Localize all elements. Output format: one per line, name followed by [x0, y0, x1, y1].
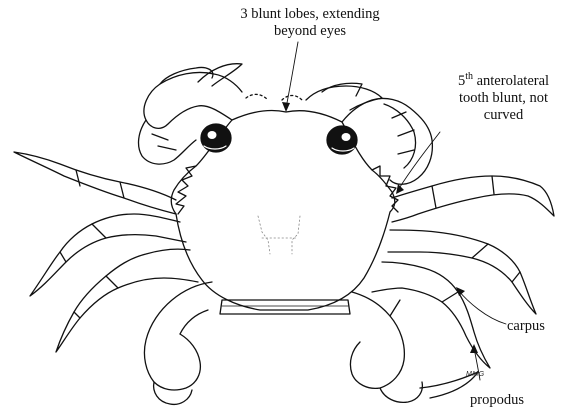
sternum-bar — [220, 300, 350, 314]
left-swimming-leg — [144, 282, 212, 404]
left-walking-leg-1 — [14, 152, 176, 214]
leader-lobes — [286, 42, 298, 108]
arrowheads — [282, 102, 478, 353]
label-tooth-line2: tooth blunt, not — [436, 90, 571, 107]
label-frontal-lobes-line1: 3 blunt lobes, extending — [200, 6, 420, 23]
label-frontal-lobes: 3 blunt lobes, extending beyond eyes — [200, 6, 420, 40]
frontal-lobes — [246, 94, 302, 100]
label-frontal-lobes-line2: beyond eyes — [200, 23, 420, 40]
right-swimming-leg — [350, 292, 478, 402]
left-walking-leg-2 — [30, 214, 186, 296]
right-eye — [327, 126, 357, 154]
left-walking-leg-3 — [56, 249, 198, 352]
left-anterolateral-teeth — [176, 166, 196, 214]
right-walking-leg-1 — [392, 176, 554, 222]
label-anterolateral-tooth: 5th anterolateral tooth blunt, not curve… — [436, 68, 571, 124]
artist-signature: MMG — [466, 371, 485, 378]
carapace-markings — [258, 216, 300, 254]
label-carpus: carpus — [507, 318, 545, 335]
right-cheliped — [306, 83, 432, 184]
tooth-line1-rest: anterolateral — [473, 73, 549, 89]
left-eye — [201, 124, 231, 152]
tooth-ordinal-suffix: th — [465, 71, 473, 82]
label-tooth-line1: 5th anterolateral — [436, 68, 571, 90]
right-walking-leg-2 — [388, 230, 536, 314]
left-cheliped — [139, 64, 242, 164]
label-propodus: propodus — [470, 392, 524, 409]
label-tooth-line3: curved — [436, 107, 571, 124]
leader-tooth — [398, 132, 440, 190]
